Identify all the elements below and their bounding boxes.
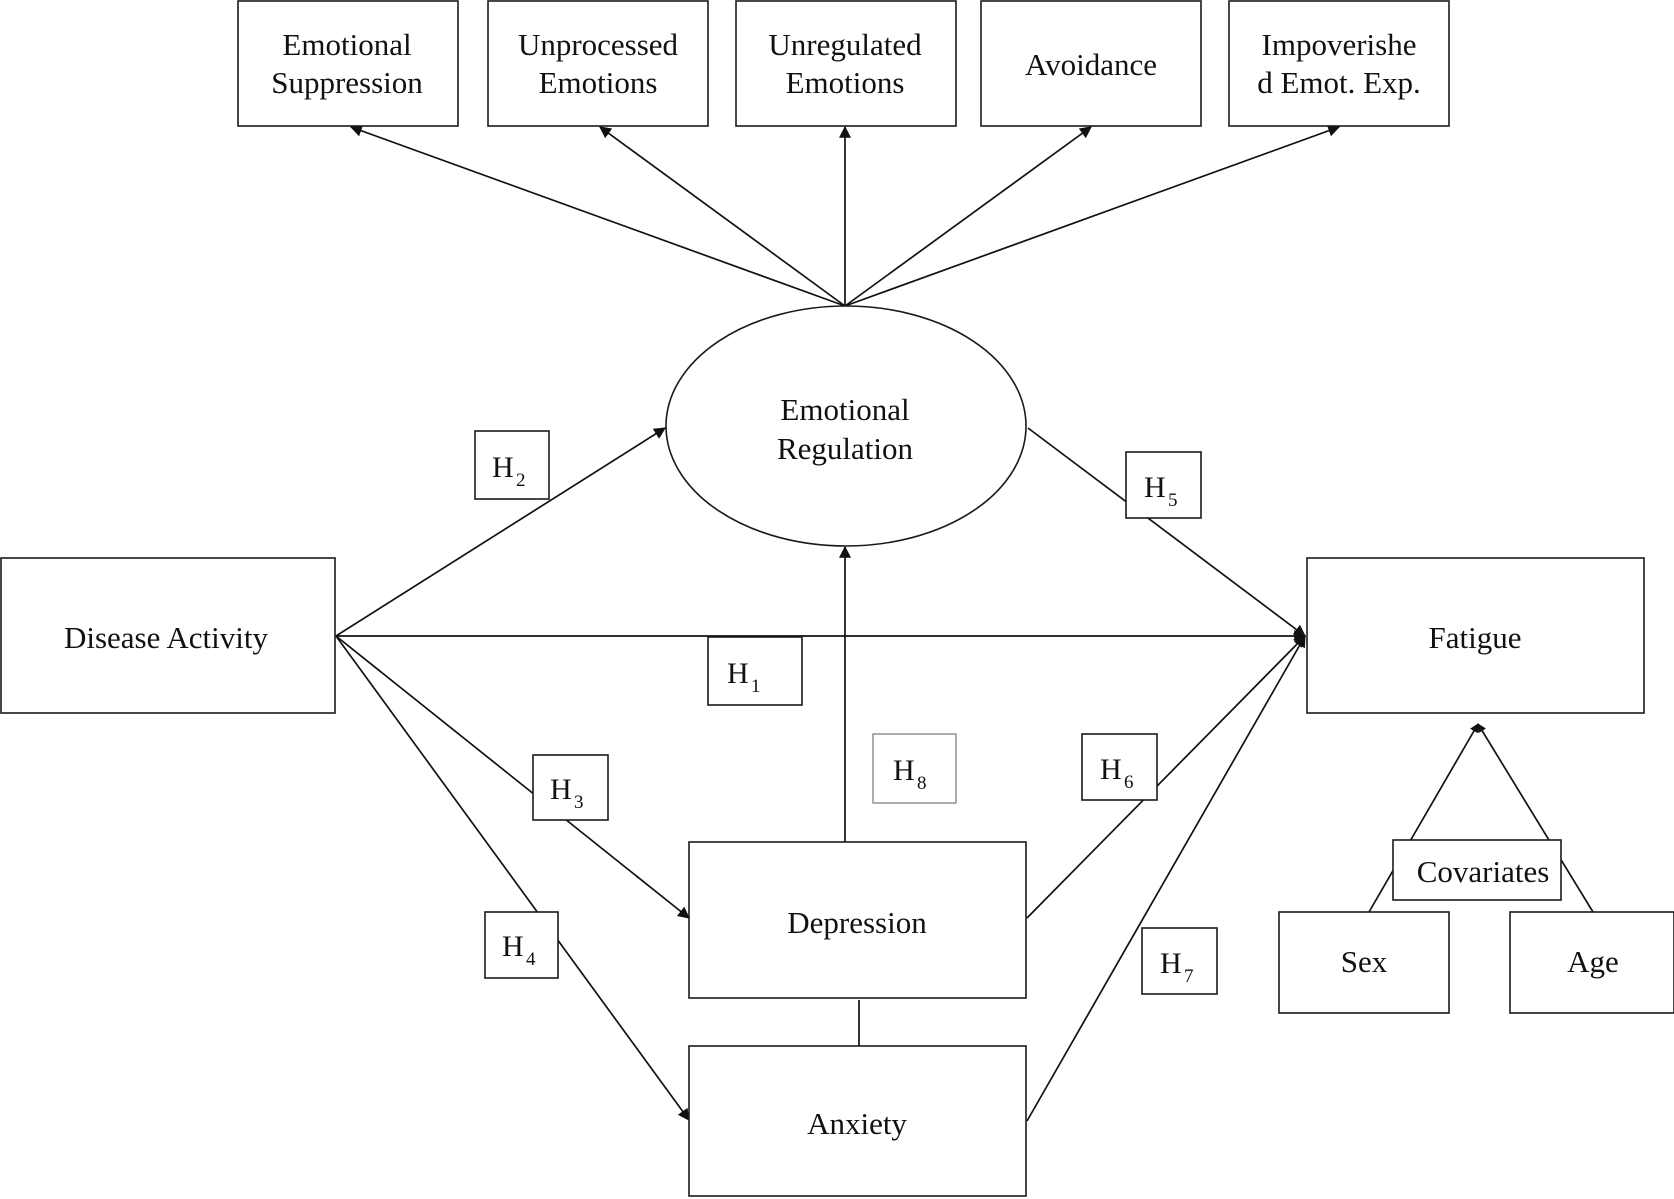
edges <box>335 125 1594 1122</box>
hypothesis-letter: H <box>550 773 572 806</box>
hypothesis-letter: H <box>492 451 514 484</box>
hypothesis-letter: H <box>1100 753 1122 786</box>
hypothesis-h7: H 7 <box>1141 927 1218 995</box>
edge-anxiety-fatigue-h7 <box>1026 634 1306 1122</box>
latent-emotional-regulation: Emotional Regulation <box>665 305 1027 547</box>
hypothesis-subscript: 3 <box>574 792 584 813</box>
hypothesis-letter: H <box>727 657 749 690</box>
hypothesis-h6: H 6 <box>1081 733 1158 801</box>
indicator-label-line2: Emotions <box>786 65 905 100</box>
node-label: Sex <box>1341 944 1388 979</box>
edge-da-er-h2 <box>335 427 667 637</box>
hypothesis-subscript: 8 <box>917 773 927 794</box>
hypothesis-letter: H <box>502 930 524 963</box>
hypothesis-h5: H 5 <box>1125 451 1202 519</box>
indicator-label-line2: d Emot. Exp. <box>1257 65 1421 100</box>
edge-er-emotional-suppression <box>349 125 846 307</box>
hypothesis-subscript: 7 <box>1184 966 1194 987</box>
hypothesis-letter: H <box>893 754 915 787</box>
indicator-avoidance: Avoidance <box>980 0 1202 127</box>
hypothesis-h1: H 1 <box>707 636 803 706</box>
hypothesis-letter: H <box>1144 471 1166 504</box>
hypothesis-subscript: 6 <box>1124 772 1134 793</box>
hypothesis-subscript: 4 <box>526 949 536 970</box>
indicator-label-line1: Unprocessed <box>518 27 679 62</box>
indicator-label-line2: Emotions <box>539 65 658 100</box>
indicator-emotional-suppression: Emotional Suppression <box>237 0 459 127</box>
node-label: Depression <box>787 905 927 940</box>
indicator-unprocessed-emotions: Unprocessed Emotions <box>487 0 709 127</box>
indicator-label-line1: Avoidance <box>1025 47 1157 82</box>
edge-er-fatigue-h5 <box>1027 427 1306 637</box>
covariates-label: Covariates <box>1417 854 1550 889</box>
indicator-label-line2: Suppression <box>271 65 423 100</box>
edge-er-unprocessed-emotions <box>599 126 846 307</box>
node-anxiety: Anxiety <box>688 1045 1027 1197</box>
node-label: Anxiety <box>807 1106 907 1141</box>
node-sex: Sex <box>1278 911 1450 1014</box>
indicator-label-line1: Unregulated <box>768 27 922 62</box>
edge-da-depression-h3 <box>335 635 690 919</box>
hypothesis-letter: H <box>1160 947 1182 980</box>
edge-er-avoidance <box>844 126 1092 307</box>
hypothesis-h2: H 2 <box>474 430 550 500</box>
node-label: Fatigue <box>1429 620 1522 655</box>
hypothesis-h3: H 3 <box>532 754 609 821</box>
indicator-unregulated-emotions: Unregulated Emotions <box>735 0 957 127</box>
node-age: Age <box>1509 911 1674 1014</box>
latent-label-line1: Emotional <box>780 392 909 427</box>
node-depression: Depression <box>688 841 1027 999</box>
hypothesis-h8: H 8 <box>872 733 957 804</box>
node-fatigue: Fatigue <box>1306 557 1645 714</box>
node-label: Disease Activity <box>64 620 269 655</box>
edge-sex-fatigue <box>1368 723 1479 913</box>
indicator-label-line1: Impoverishe <box>1262 27 1417 62</box>
node-label: Age <box>1567 944 1619 979</box>
indicator-label-line1: Emotional <box>282 27 411 62</box>
edge-da-anxiety-h4 <box>335 635 690 1121</box>
hypothesis-subscript: 5 <box>1168 490 1178 511</box>
node-disease-activity: Disease Activity <box>0 557 336 714</box>
latent-label-line2: Regulation <box>777 431 914 466</box>
edge-age-fatigue <box>1477 723 1594 913</box>
hypothesis-h4: H 4 <box>484 911 559 979</box>
covariates-label-box: Covariates <box>1392 839 1562 901</box>
indicator-impoverished-emot-exp: Impoverishe d Emot. Exp. <box>1228 0 1450 127</box>
hypothesis-subscript: 2 <box>516 470 526 491</box>
edge-er-impoverished <box>844 125 1341 307</box>
hypothesis-subscript: 1 <box>751 676 761 697</box>
edge-depression-fatigue-h6 <box>1026 635 1306 919</box>
